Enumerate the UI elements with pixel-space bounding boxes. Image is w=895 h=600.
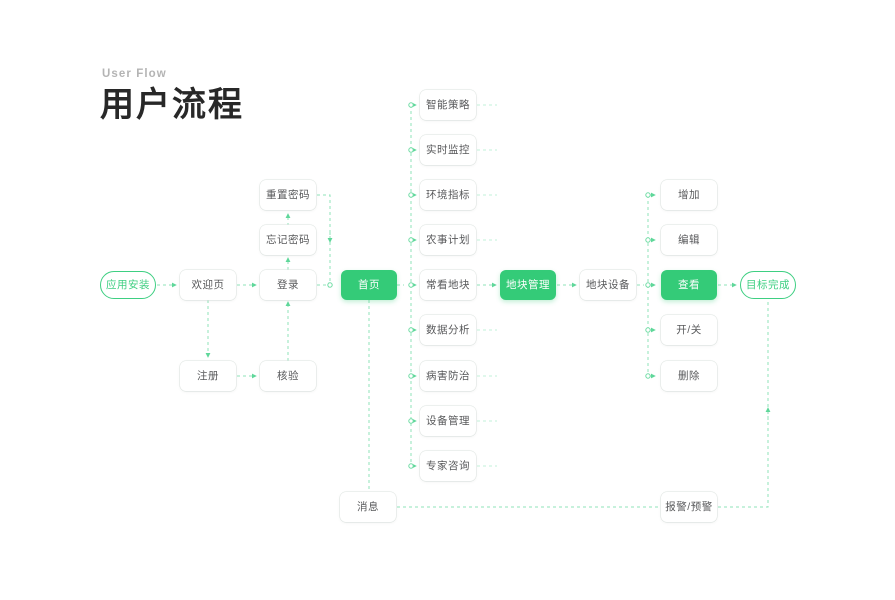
node-pest-control[interactable]: 病害防治 [420,361,476,391]
header: User Flow 用户流程 [100,68,244,125]
node-reset-password[interactable]: 重置密码 [260,180,316,210]
node-alarm-warning[interactable]: 报警/预警 [661,492,717,522]
node-forgot-password[interactable]: 忘记密码 [260,225,316,255]
node-app-install[interactable]: 应用安装 [100,271,156,299]
node-realtime-monitor[interactable]: 实时监控 [420,135,476,165]
node-login[interactable]: 登录 [260,270,316,300]
node-welcome[interactable]: 欢迎页 [180,270,236,300]
page-title: 用户流程 [100,86,244,124]
node-env-indicator[interactable]: 环境指标 [420,180,476,210]
node-verify[interactable]: 核验 [260,361,316,391]
node-device-manage[interactable]: 设备管理 [420,406,476,436]
node-add[interactable]: 增加 [661,180,717,210]
node-farm-plan[interactable]: 农事计划 [420,225,476,255]
node-common-plots[interactable]: 常看地块 [420,270,476,300]
node-plot-device[interactable]: 地块设备 [580,270,636,300]
node-home[interactable]: 首页 [341,270,397,300]
eyebrow-label: User Flow [102,68,167,80]
node-expert-consult[interactable]: 专家咨询 [420,451,476,481]
node-view[interactable]: 查看 [661,270,717,300]
node-edit[interactable]: 编辑 [661,225,717,255]
node-smart-strategy[interactable]: 智能策略 [420,90,476,120]
node-register[interactable]: 注册 [180,361,236,391]
node-goal-done[interactable]: 目标完成 [740,271,796,299]
node-delete[interactable]: 删除 [661,361,717,391]
node-data-analysis[interactable]: 数据分析 [420,315,476,345]
node-messages[interactable]: 消息 [340,492,396,522]
node-plot-manage[interactable]: 地块管理 [500,270,556,300]
node-on-off[interactable]: 开/关 [661,315,717,345]
